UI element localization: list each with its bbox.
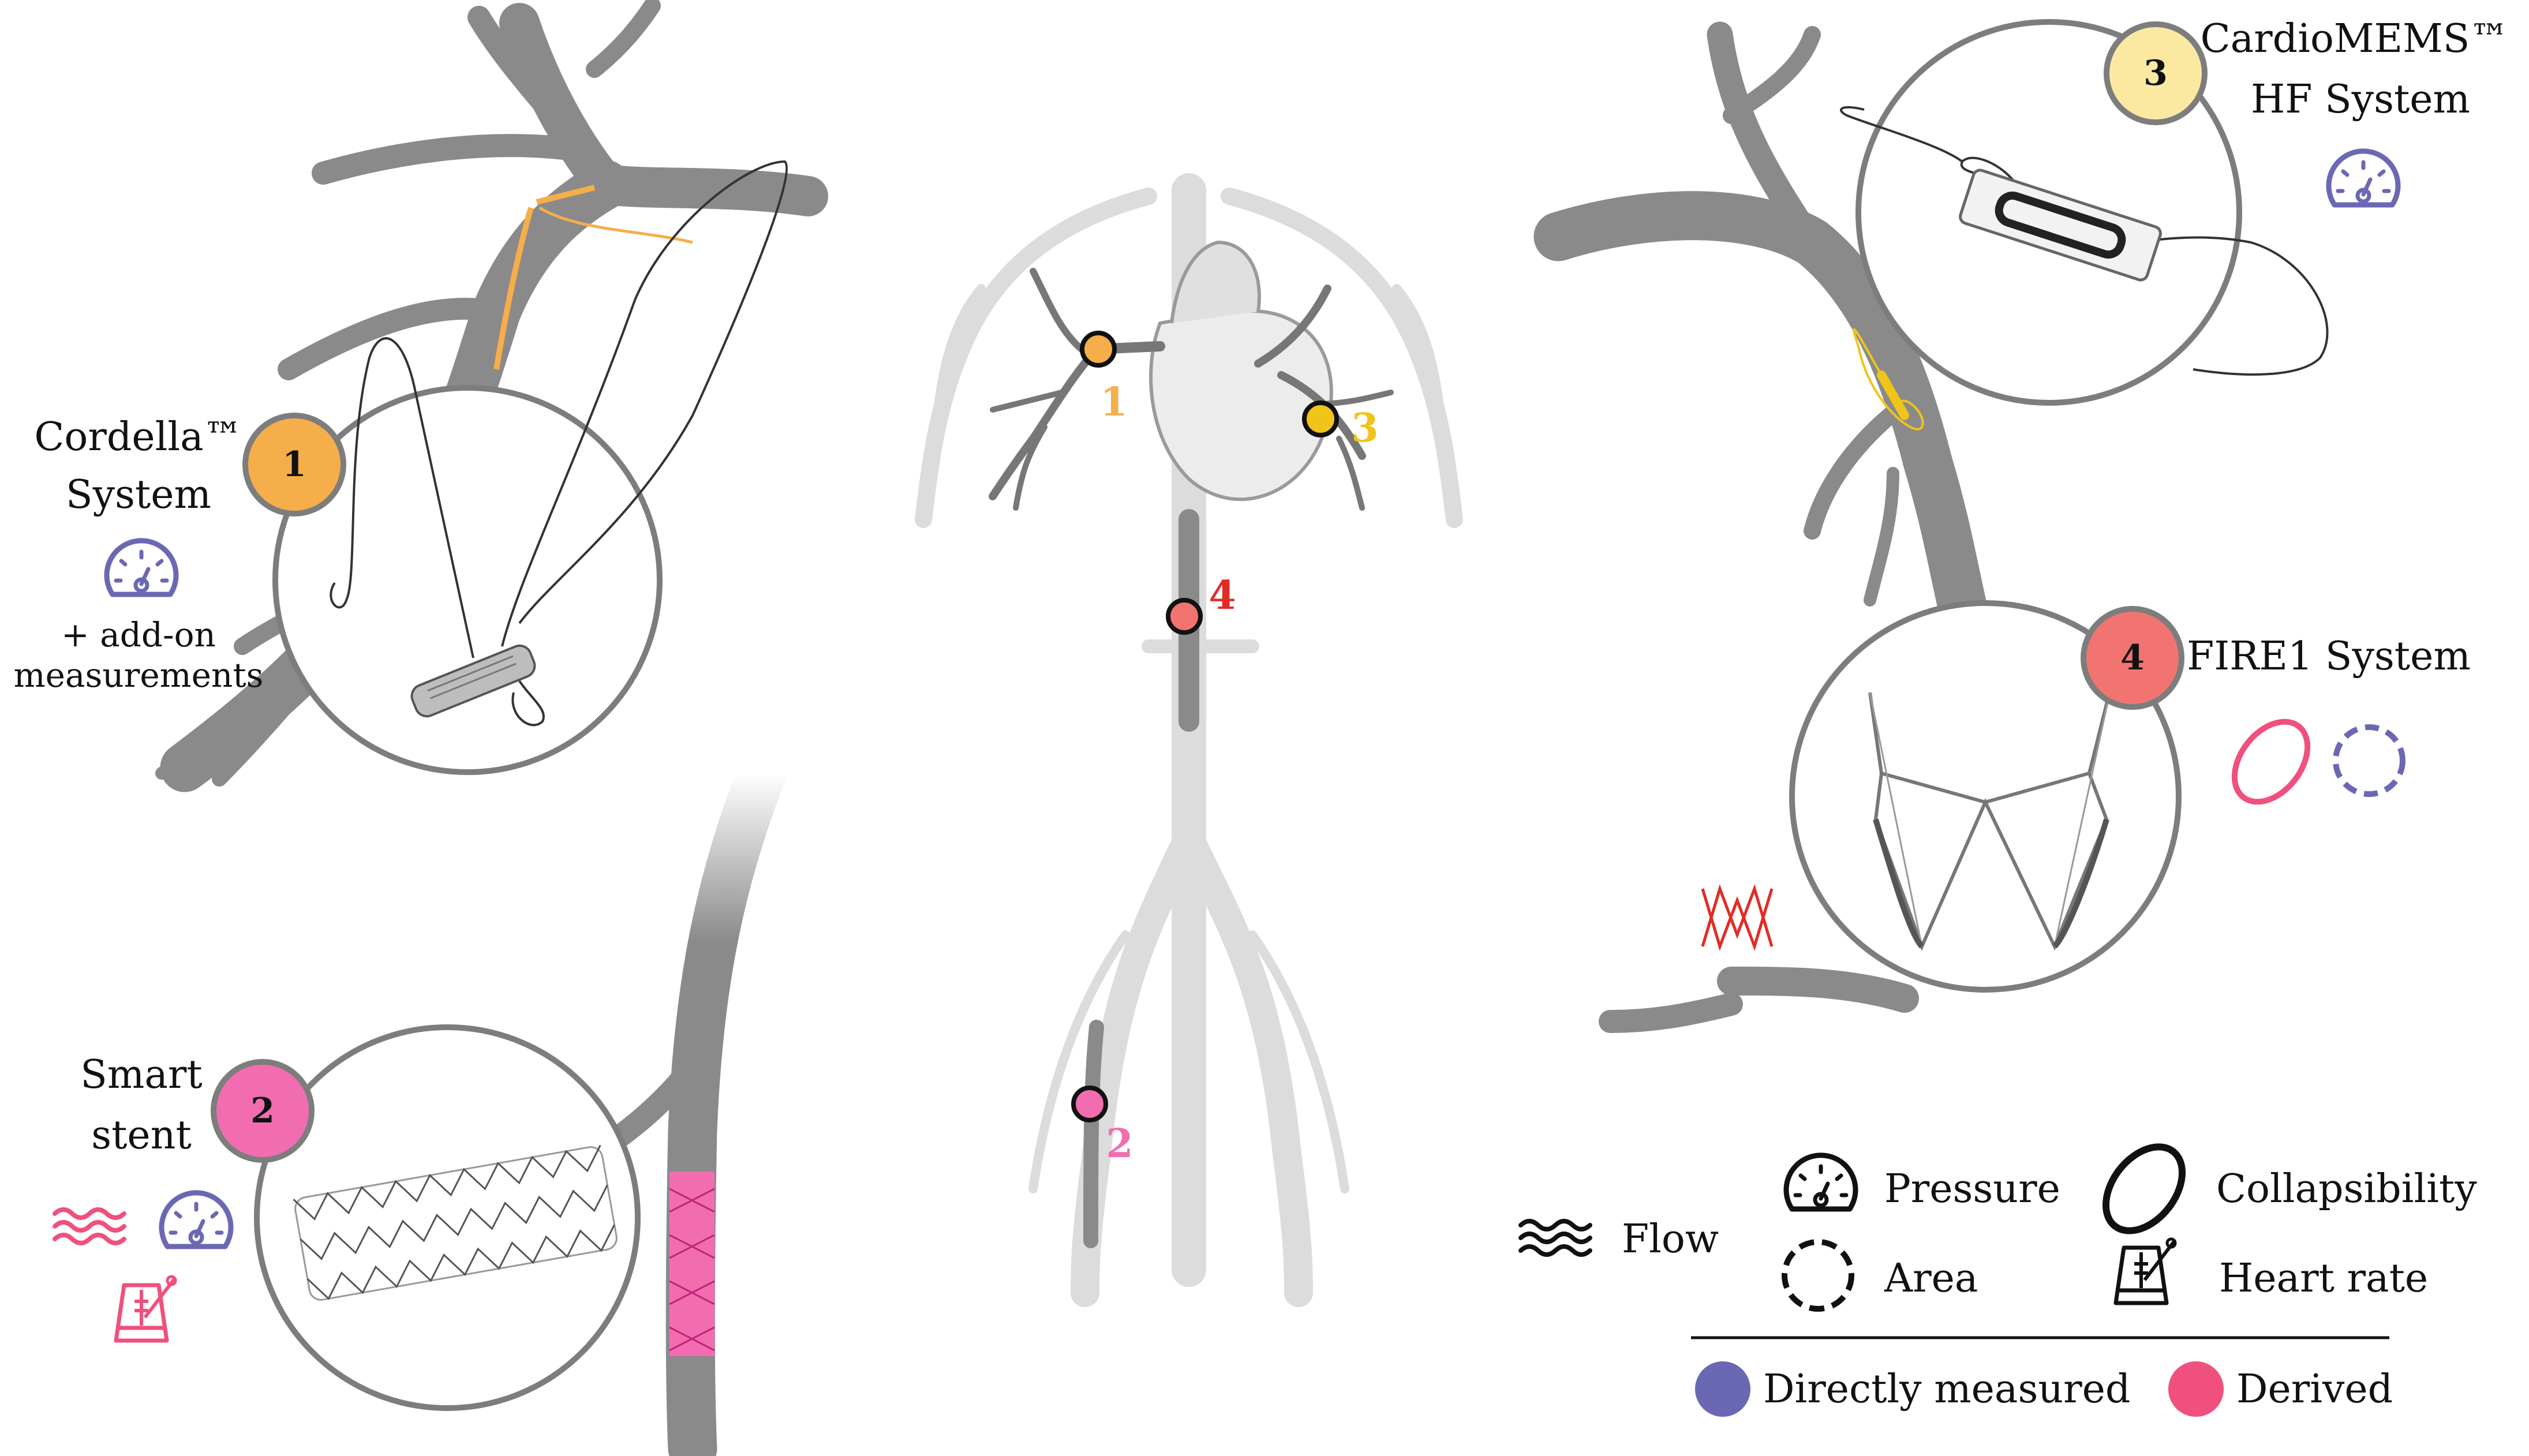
body-marker-4: 4 (1166, 572, 1236, 635)
body-marker-3: 3 (1302, 401, 1379, 451)
cardiomems-sensor-in-vessel (1853, 328, 1924, 431)
device-2-badge (211, 1059, 315, 1163)
fire1-zoom-lens (1789, 600, 2182, 993)
device-3-name-line1: CardioMEMS™ (2201, 16, 2509, 62)
device-4-badge-number: 4 (2120, 638, 2145, 678)
device-2-name-line1: Smart (80, 1052, 202, 1098)
body-marker-2: 2 (1071, 1086, 1133, 1167)
body-marker-1: 1 (1080, 331, 1128, 425)
heart-illustration (1149, 240, 1333, 501)
flow-waves-icon (1521, 1221, 1590, 1255)
pressure-gauge-icon (1786, 1155, 1855, 1209)
legend: Flow Pressure Area Collapsibility Heart … (1521, 1143, 2477, 1417)
device-4-badge (2081, 606, 2184, 710)
legend-pressure-label: Pressure (1884, 1166, 2060, 1212)
device-1-extra-line2: measurements (14, 656, 264, 695)
device-2-callout: 2 Smart stent (55, 1052, 315, 1341)
device-1-name-line1: Cordella™ (34, 414, 242, 460)
body-marker-4-label: 4 (1209, 572, 1236, 619)
device-1-callout: 1 Cordella™ System + add-on measurements (14, 413, 346, 695)
derived-swatch (2168, 1361, 2224, 1417)
inferior-vena-cava-illustration (1599, 568, 1919, 1284)
area-dashed-circle-icon (2333, 724, 2405, 797)
legend-directly-measured-label: Directly measured (1763, 1367, 2130, 1412)
area-dashed-circle-icon (1782, 1239, 1854, 1312)
fire1-sensor-in-vessel (1701, 884, 1774, 951)
device-3-badge-number: 3 (2143, 53, 2168, 93)
legend-derived-label: Derived (2236, 1367, 2393, 1412)
metronome-icon (2116, 1239, 2175, 1303)
body-marker-2-label: 2 (1106, 1121, 1133, 1167)
device-4-name-line1: FIRE1 System (2187, 634, 2471, 679)
device-3-name-line2: HF System (2251, 77, 2470, 122)
metronome-icon (116, 1277, 175, 1341)
device-1-extra-line1: + add-on (61, 615, 216, 654)
device-3-badge (2104, 21, 2208, 125)
legend-flow-label: Flow (1622, 1217, 1719, 1262)
body-marker-1-label: 1 (1100, 379, 1127, 425)
pressure-gauge-icon (2329, 151, 2398, 205)
measured-swatch (1695, 1361, 1750, 1417)
cordella-zoom-lens (272, 160, 788, 775)
legend-collapsibility-label: Collapsibility (2216, 1166, 2477, 1212)
collapsibility-ellipse-icon (2231, 718, 2311, 805)
body-marker-3-label: 3 (1351, 405, 1378, 451)
pressure-gauge-icon (162, 1193, 231, 1247)
device-4-callout: 4 FIRE1 System (2081, 606, 2471, 805)
smart-stent-zoom-lens (254, 1024, 641, 1411)
device-2-badge-number: 2 (250, 1091, 275, 1131)
pressure-gauge-icon (107, 541, 176, 594)
flow-waves-icon (55, 1210, 124, 1243)
device-3-callout: 3 CardioMEMS™ HF System (2104, 16, 2509, 205)
device-1-name-line2: System (66, 472, 211, 518)
legend-heart-rate-label: Heart rate (2219, 1256, 2428, 1301)
device-2-name-line2: stent (91, 1113, 192, 1158)
device-1-badge (242, 413, 346, 516)
smart-stent-in-vessel (669, 1171, 715, 1356)
device-1-badge-number: 1 (282, 444, 306, 485)
collapsibility-ellipse-icon (2102, 1143, 2186, 1234)
legend-area-label: Area (1884, 1256, 1978, 1301)
